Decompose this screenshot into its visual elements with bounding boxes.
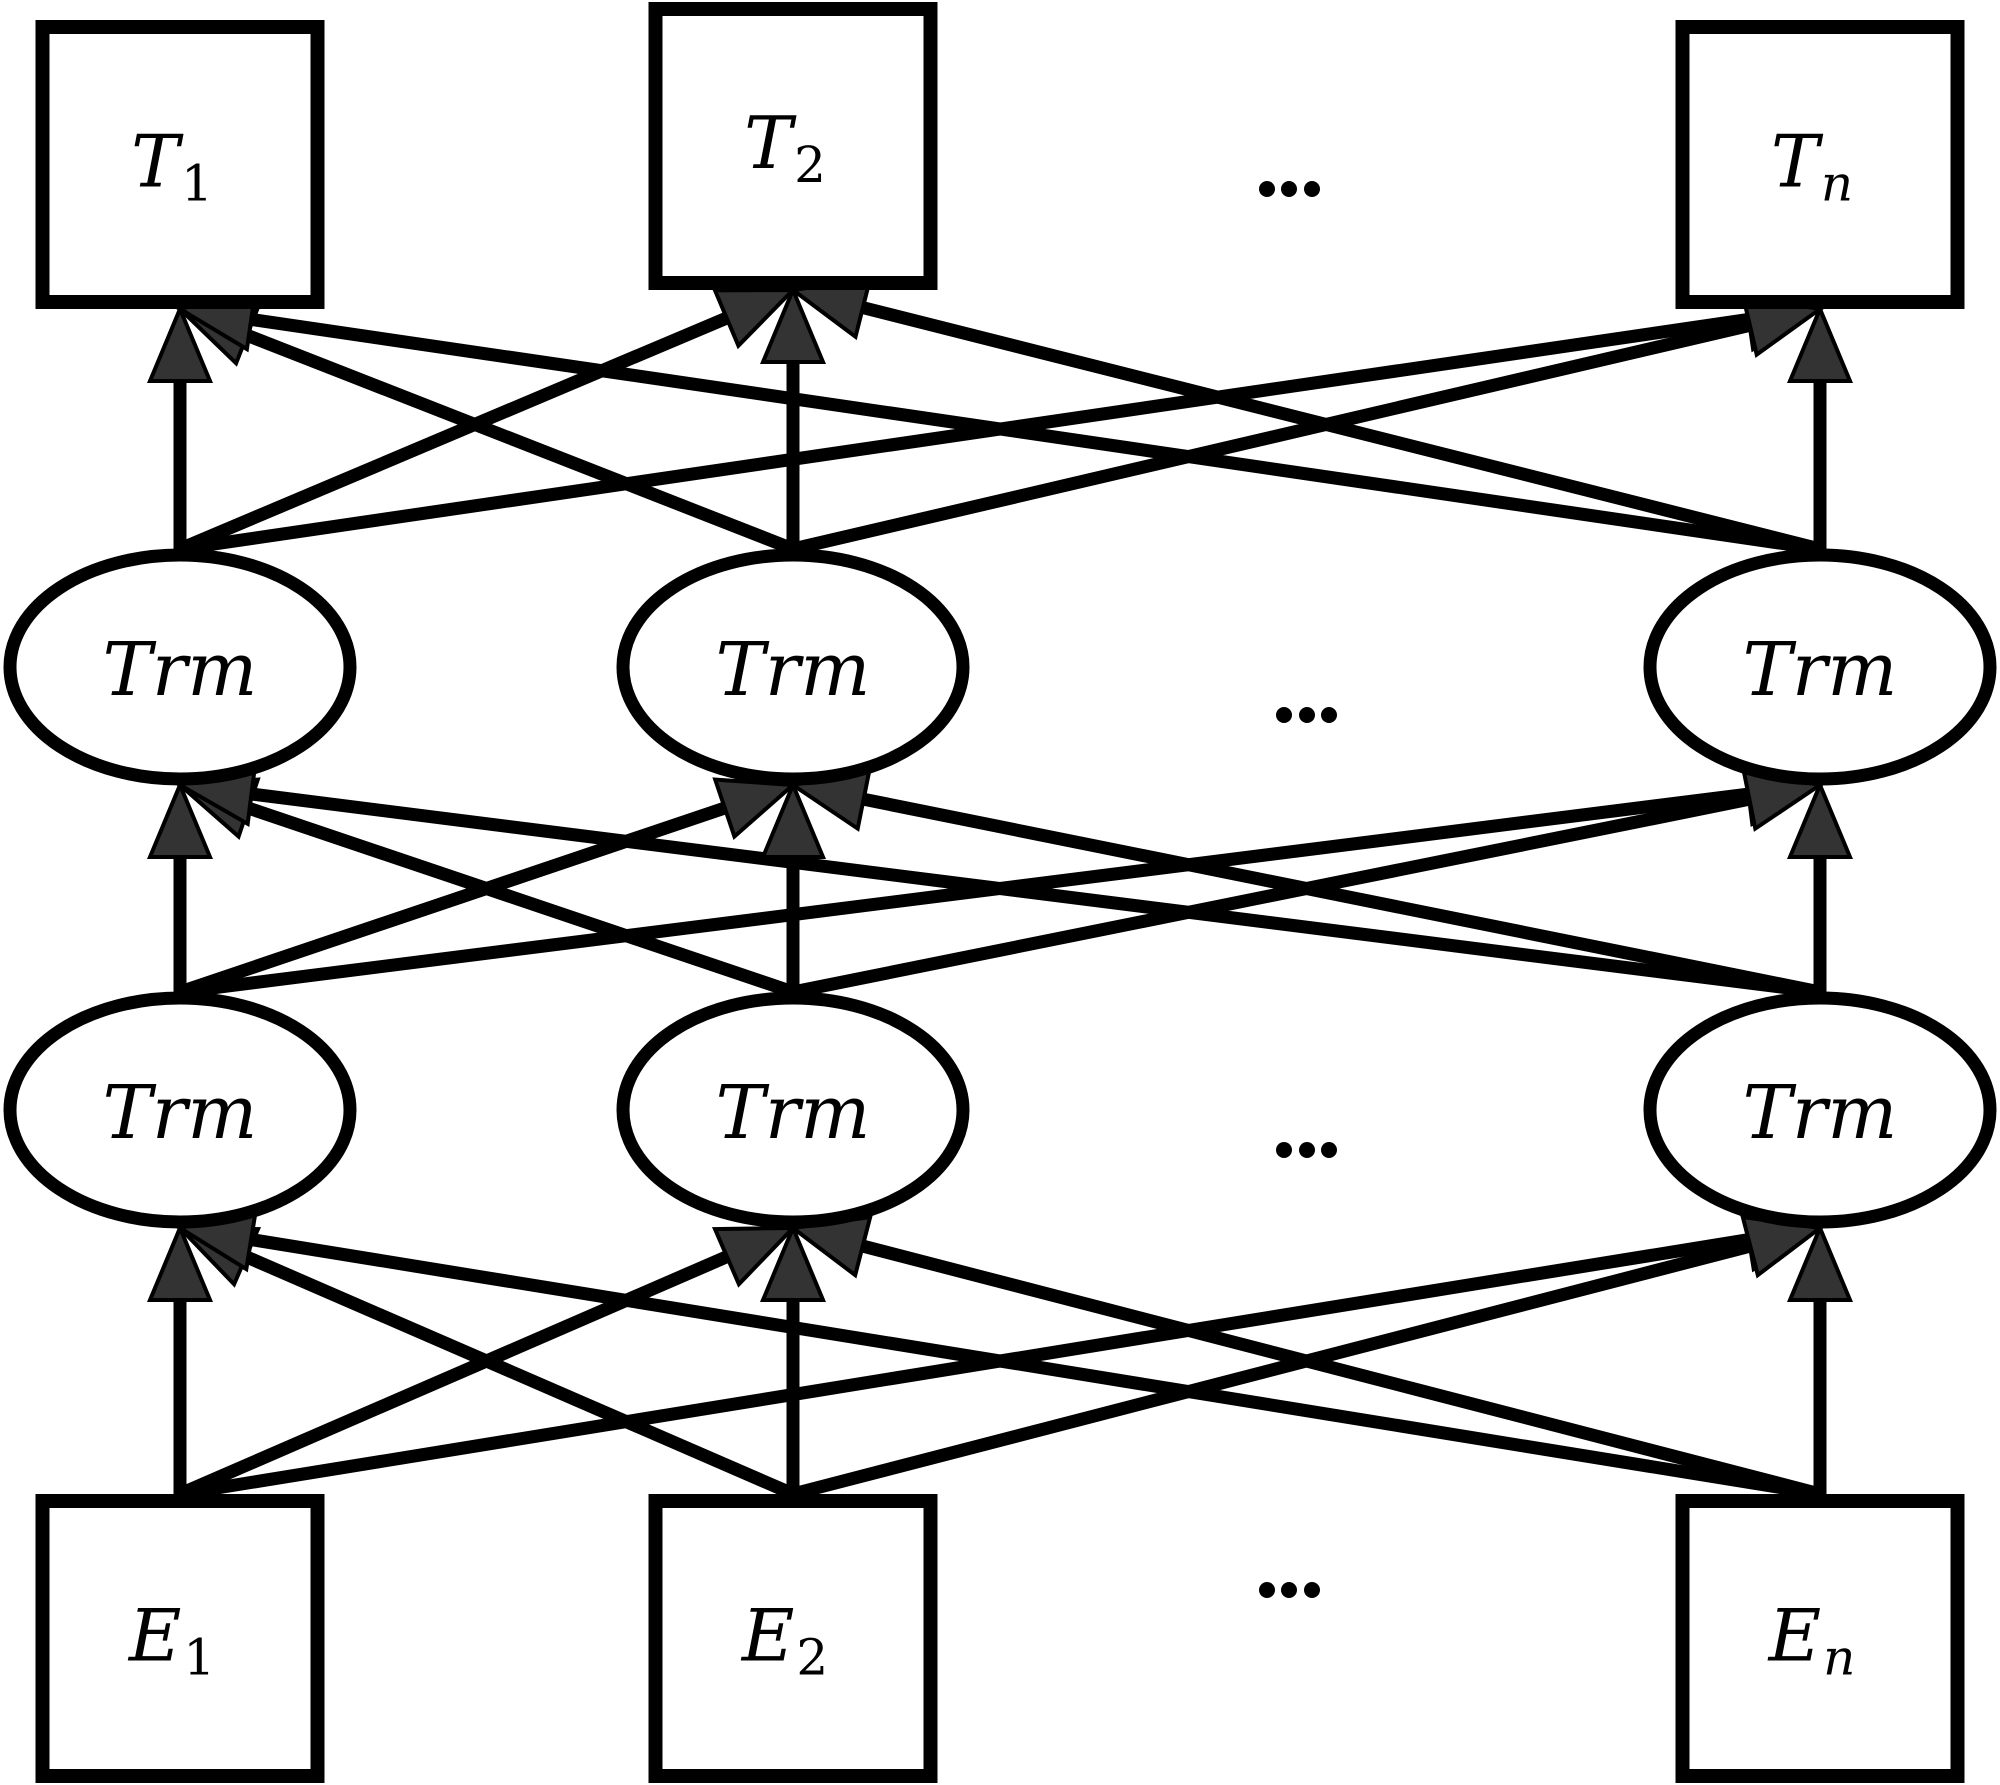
node-En: En: [1675, 1494, 1965, 1783]
ellipsis-dot: [1281, 1582, 1297, 1598]
edge-L1_n-to-L2_n-arrowhead-icon: [1787, 779, 1853, 859]
output-token-box: [35, 20, 325, 309]
edge-L2_1-to-T2-line: [177, 310, 733, 555]
edges-group: [147, 276, 1853, 1501]
edge-E2-to-L1_1-line: [239, 1249, 796, 1500]
edge-L1_2-to-L2_2-arrowhead-icon: [760, 779, 826, 859]
transformer-label: Trm: [716, 627, 871, 713]
node-L2_2: Trm: [616, 548, 970, 786]
edge-E1-to-L1_2-arrowhead-icon: [711, 1225, 798, 1288]
node-subscript: 2: [794, 136, 826, 194]
transformer-block-ellipse: [1643, 991, 1997, 1229]
ellipsis-dot: [1321, 1142, 1337, 1158]
node-T1: T1: [35, 20, 325, 309]
transformer-label: Trm: [103, 1070, 258, 1156]
edge-L2_n-to-Tn-arrowhead-icon: [1787, 303, 1853, 383]
node-L2_1: Trm: [3, 548, 357, 786]
edge-L1_2-to-L2_n-line: [791, 792, 1755, 999]
node-label: E2: [740, 1594, 828, 1687]
input-embedding-box: [35, 1494, 325, 1783]
edge-L2_2-to-T1-line: [240, 327, 796, 556]
node-E1: E1: [35, 1494, 325, 1783]
edge-E2-to-L1_2-arrowhead-icon: [760, 1222, 826, 1302]
ellipsis-group: ............: [1259, 181, 1337, 1598]
edge-L2_1-to-T1-arrowhead-icon: [147, 303, 213, 383]
input-embedding-box: [1675, 1494, 1965, 1783]
ellipsis-icon: ...: [1259, 181, 1320, 197]
ellipsis-dot: [1304, 181, 1320, 197]
edge-L1_2-to-L2_1-line: [242, 800, 796, 999]
edge-En-to-L1_n-arrowhead-icon: [1787, 1222, 1853, 1302]
node-label: En: [1767, 1594, 1856, 1687]
ellipsis-dot: [1276, 1142, 1292, 1158]
transformer-label: Trm: [1743, 627, 1898, 713]
edge-L1_n-to-L2_1-line: [246, 787, 1821, 999]
node-label: E1: [127, 1594, 215, 1687]
output-token-box: [1675, 20, 1965, 309]
node-subscript: 1: [183, 1629, 215, 1687]
node-subscript: 2: [796, 1629, 828, 1687]
node-L1_1: Trm: [3, 991, 357, 1229]
node-subscript: n: [1821, 155, 1853, 213]
ellipsis-dot: [1304, 1582, 1320, 1598]
node-subscript: 1: [181, 155, 213, 213]
edge-L2_1-to-Tn-line: [179, 312, 1754, 556]
transformer-block-ellipse: [616, 991, 970, 1229]
node-label: T1: [131, 120, 213, 213]
ellipsis-icon: ...: [1276, 707, 1337, 723]
ellipsis-icon: ...: [1276, 1142, 1337, 1158]
transformer-label: Trm: [1743, 1070, 1898, 1156]
ellipsis-dot: [1321, 707, 1337, 723]
node-L1_2: Trm: [616, 991, 970, 1229]
edge-L1_1-to-L2_n-line: [179, 787, 1754, 999]
transformer-block-ellipse: [3, 991, 357, 1229]
node-subscript: n: [1823, 1629, 1855, 1687]
ellipsis-dot: [1259, 1582, 1275, 1598]
transformer-block-ellipse: [1643, 548, 1997, 786]
edge-L2_n-to-T1-line: [246, 312, 1821, 556]
transformer-block-ellipse: [3, 548, 357, 786]
output-token-box: [648, 2, 938, 290]
node-Tn: Tn: [1675, 20, 1965, 309]
node-label: T2: [744, 101, 826, 194]
edge-E1-to-L1_1-arrowhead-icon: [147, 1222, 213, 1302]
node-label: Tn: [1771, 120, 1853, 213]
node-E2: E2: [648, 1494, 938, 1783]
edge-E1-to-L1_2-line: [177, 1249, 734, 1500]
edge-L1_1-to-L2_2-line: [177, 800, 731, 999]
transformer-label: Trm: [103, 627, 258, 713]
ellipsis-dot: [1281, 181, 1297, 197]
node-L2_n: Trm: [1643, 548, 1997, 786]
edge-L2_1-to-T2-arrowhead-icon: [711, 287, 798, 350]
ellipsis-dot: [1276, 707, 1292, 723]
edge-E1-to-L1_n-line: [178, 1232, 1754, 1501]
edge-L1_1-to-L2_1-arrowhead-icon: [147, 779, 213, 859]
node-L1_n: Trm: [1643, 991, 1997, 1229]
transformer-label: Trm: [716, 1070, 871, 1156]
edge-L2_2-to-T2-arrowhead-icon: [760, 284, 826, 364]
input-embedding-box: [648, 1494, 938, 1783]
node-T2: T2: [648, 2, 938, 290]
edge-L1_n-to-L2_2-line: [858, 792, 1822, 999]
ellipsis-dot: [1299, 707, 1315, 723]
transformer-block-ellipse: [616, 548, 970, 786]
edge-E2-to-L1_n-line: [791, 1238, 1756, 1501]
ellipsis-icon: ...: [1259, 1582, 1320, 1598]
edge-En-to-L1_1-line: [246, 1232, 1822, 1501]
ellipsis-dot: [1259, 181, 1275, 197]
edge-L2_n-to-T2-line: [857, 300, 1822, 556]
edge-L2_2-to-Tn-line: [791, 318, 1756, 556]
edge-En-to-L1_2-line: [857, 1238, 1822, 1501]
ellipsis-dot: [1299, 1142, 1315, 1158]
